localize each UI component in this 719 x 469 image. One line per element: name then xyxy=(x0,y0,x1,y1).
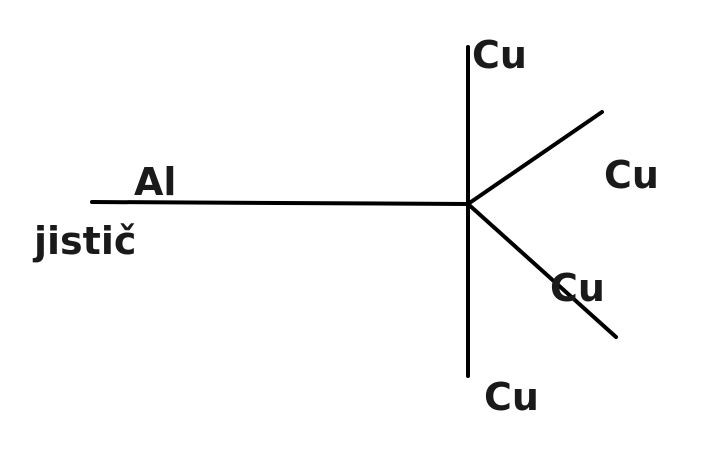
aluminium-feed-line xyxy=(90,200,470,206)
label-cu-top: Cu xyxy=(472,33,527,77)
lower-right-copper-line xyxy=(466,202,618,339)
label-jistic: jistič xyxy=(34,219,137,263)
label-cu-upper-right: Cu xyxy=(604,153,659,197)
upper-right-copper-line xyxy=(466,110,604,206)
label-al: Al xyxy=(134,160,177,204)
label-cu-lower-right: Cu xyxy=(550,266,605,310)
label-cu-bottom: Cu xyxy=(484,375,539,419)
